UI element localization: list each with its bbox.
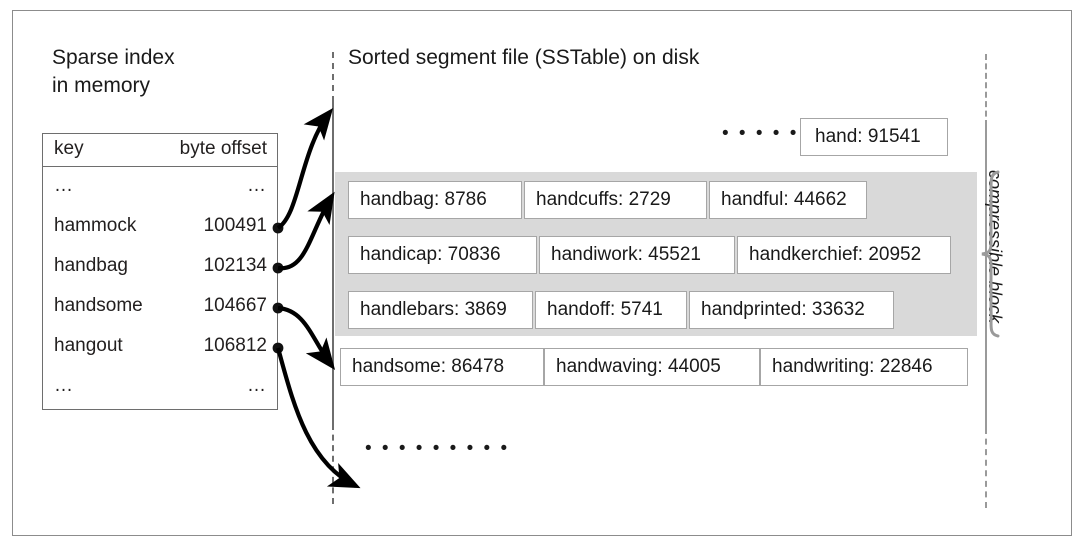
sparse-index-caption-line-2: in memory: [52, 74, 151, 97]
segment-entry: handwaving: 44005: [544, 348, 760, 386]
table-row: handsome 104667: [43, 290, 277, 330]
arrow-handbag-to-entry: [277, 191, 335, 271]
row-offset: 100491: [203, 215, 267, 236]
segment-entry: handwriting: 22846: [760, 348, 968, 386]
segment-file-caption: Sorted segment file (SSTable) on disk: [348, 46, 700, 69]
column-header-key: key: [54, 138, 84, 159]
row-key: …: [54, 375, 74, 396]
sparse-index-caption-line-1: Sparse index: [52, 46, 175, 69]
row-offset: …: [247, 375, 267, 396]
segment-entry: handicap: 70836: [348, 236, 537, 274]
table-row: … …: [43, 370, 277, 410]
segment-entry: handlebars: 3869: [348, 291, 533, 329]
segment-end-dashed-line-lower: [985, 428, 987, 508]
segment-entry: handful: 44662: [709, 181, 867, 219]
segment-end-dashed-line-upper: [985, 54, 987, 126]
sparse-index-table: key byte offset … … hammock 100491 handb…: [42, 133, 278, 410]
row-offset: …: [247, 175, 267, 196]
table-row: … …: [43, 170, 277, 210]
table-row: hammock 100491: [43, 210, 277, 250]
arrow-hangout-to-segment-tail: [275, 347, 361, 489]
trailing-ellipsis: • • • • • • • • •: [365, 438, 510, 459]
table-row: handbag 102134: [43, 250, 277, 290]
segment-start-solid-line: [332, 100, 334, 428]
row-offset: 106812: [203, 335, 267, 356]
segment-entry: handkerchief: 20952: [737, 236, 951, 274]
segment-end-solid-line: [985, 124, 987, 430]
segment-entry: handiwork: 45521: [539, 236, 735, 274]
segment-entry: handoff: 5741: [535, 291, 687, 329]
compressible-block-brace: [981, 170, 1000, 338]
segment-entry: handsome: 86478: [340, 348, 544, 386]
row-key: …: [54, 175, 74, 196]
row-offset: 102134: [203, 255, 267, 276]
row-key: handsome: [54, 295, 143, 316]
segment-entry: handcuffs: 2729: [524, 181, 707, 219]
segment-start-dashed-line: [332, 52, 334, 102]
row-key: hangout: [54, 335, 123, 356]
segment-entry: handbag: 8786: [348, 181, 522, 219]
arrow-handsome-to-entry: [277, 305, 336, 370]
sparse-index-caption: Sparse index in memory: [52, 44, 302, 100]
row-key: handbag: [54, 255, 128, 276]
segment-entry: handprinted: 33632: [689, 291, 894, 329]
row-offset: 104667: [203, 295, 267, 316]
column-header-byte-offset: byte offset: [179, 138, 267, 159]
table-row: hangout 106812: [43, 330, 277, 370]
row-key: hammock: [54, 215, 137, 236]
arrow-hammock-to-segment-start: [276, 108, 334, 230]
sparse-index-rows: … … hammock 100491 handbag 102134 handso…: [43, 167, 277, 410]
sparse-index-header-row: key byte offset: [43, 134, 277, 167]
segment-entry: hand: 91541: [800, 118, 948, 156]
